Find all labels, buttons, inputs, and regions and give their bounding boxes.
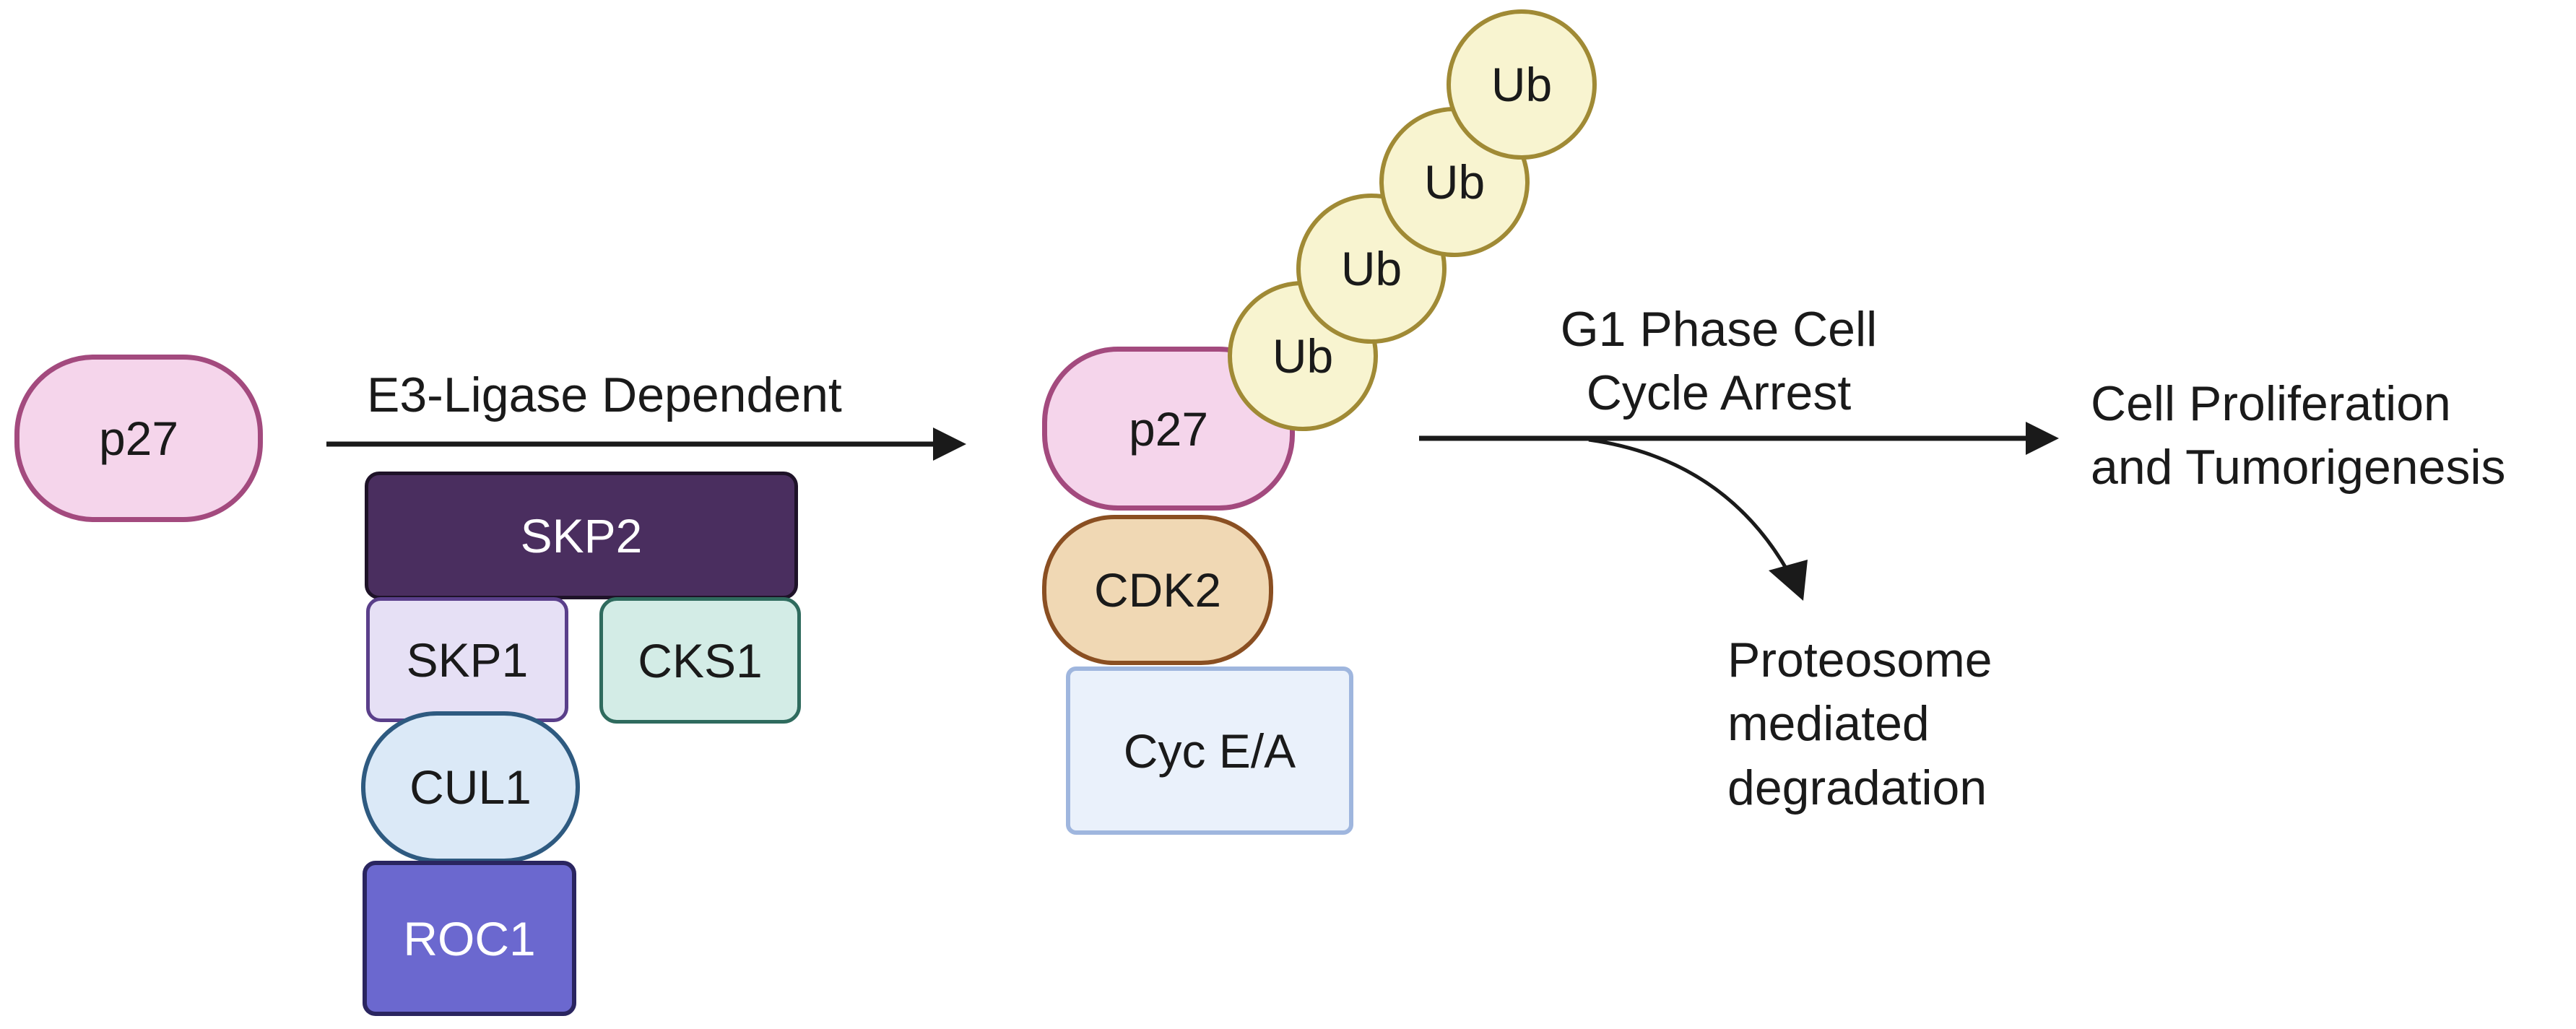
skp2-protein: SKP2 — [365, 472, 798, 599]
p27-free: p27 — [14, 355, 263, 522]
e3-ligase-label: E3-Ligase Dependent — [367, 368, 842, 422]
g1-arrest-line-1: G1 Phase Cell — [1560, 302, 1878, 357]
skp2-label: SKP2 — [520, 508, 643, 563]
outcome-line-2: and Tumorigenesis — [2091, 440, 2506, 495]
cdk2-protein: CDK2 — [1042, 515, 1273, 665]
roc1-protein: ROC1 — [363, 861, 576, 1016]
p27-bound-label: p27 — [1128, 401, 1209, 456]
ubiquitin-1: Ub — [1228, 281, 1378, 431]
p27-free-label: p27 — [98, 412, 179, 465]
roc1-label: ROC1 — [403, 911, 536, 965]
skp1-label: SKP1 — [406, 633, 529, 687]
degradation-line-2: mediated — [1727, 696, 1930, 752]
cks1-protein: CKS1 — [599, 597, 801, 724]
ubiquitin-2-label: Ub — [1340, 242, 1402, 295]
g1-arrest-label: G1 Phase Cell Cycle Arrest — [1466, 298, 1972, 425]
e3-ligase-arrowhead — [933, 427, 966, 461]
g1-arrest-line-2: Cycle Arrest — [1586, 365, 1852, 421]
degradation-arrowhead — [1769, 560, 1808, 601]
outcome-label: Cell Proliferation and Tumorigenesis — [2091, 372, 2506, 500]
degradation-arrow-curve — [1588, 438, 1790, 572]
ubiquitin-4: Ub — [1447, 9, 1597, 160]
ubiquitin-1-label: Ub — [1272, 329, 1334, 383]
outcome-line-1: Cell Proliferation — [2091, 376, 2451, 431]
cul1-protein: CUL1 — [361, 711, 580, 863]
ubiquitin-4-label: Ub — [1491, 58, 1553, 111]
cyclin-ea-label: Cyc E/A — [1123, 724, 1296, 778]
degradation-line-3: degradation — [1727, 760, 1987, 815]
degradation-label: Proteosome mediated degradation — [1727, 628, 1992, 820]
skp1-protein: SKP1 — [366, 597, 568, 722]
cks1-label: CKS1 — [638, 633, 763, 687]
ubiquitin-3-label: Ub — [1423, 155, 1486, 209]
degradation-line-1: Proteosome — [1727, 633, 1992, 687]
cul1-label: CUL1 — [409, 760, 532, 814]
arrest-arrowhead — [2026, 422, 2059, 455]
cyclin-ea-protein: Cyc E/A — [1066, 667, 1353, 835]
cdk2-label: CDK2 — [1093, 563, 1222, 617]
